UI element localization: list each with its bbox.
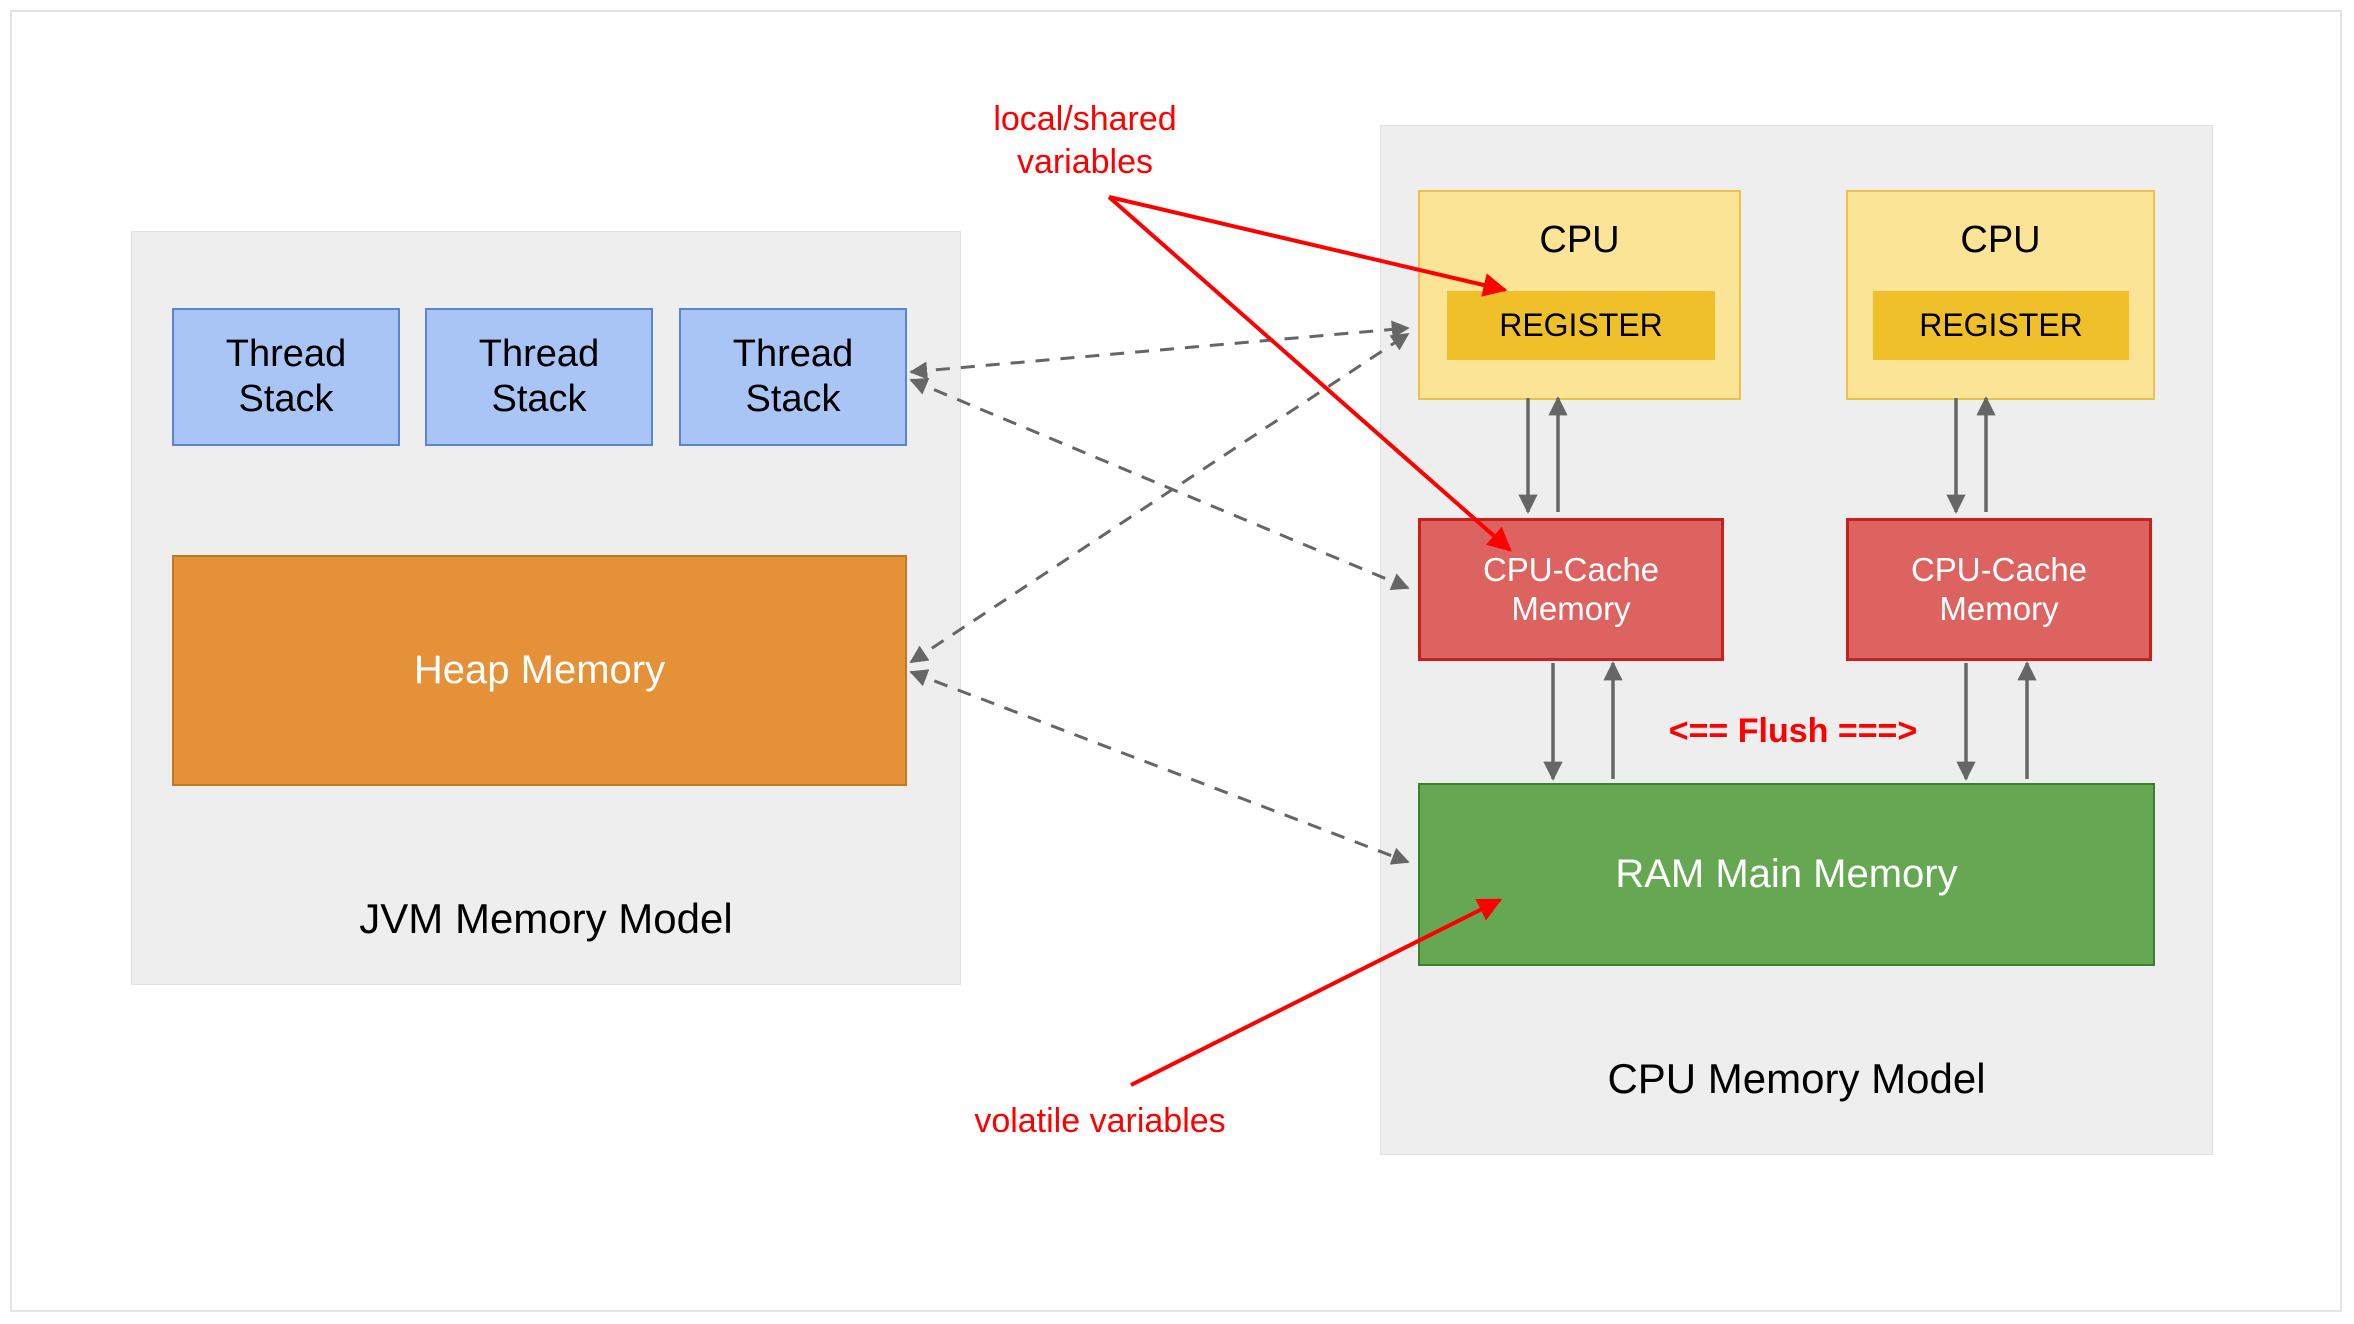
thread-stack-box-2[interactable]: Thread Stack — [425, 308, 653, 446]
thread-stack-box-1[interactable]: Thread Stack — [172, 308, 400, 446]
flush-label: <== Flush ===> — [1668, 712, 1918, 750]
thread-stack-box-3[interactable]: Thread Stack — [679, 308, 907, 446]
register-box-1[interactable]: REGISTER — [1447, 291, 1715, 360]
jvm-memory-model-label: JVM Memory Model — [359, 895, 733, 942]
ram-main-memory-box[interactable]: RAM Main Memory — [1418, 783, 2155, 966]
register-box-2[interactable]: REGISTER — [1873, 291, 2129, 360]
heap-memory-box[interactable]: Heap Memory — [172, 555, 907, 786]
local-shared-variables-annotation-label: local/shared variables — [993, 100, 1177, 181]
volatile-variables-annotation-label: volatile variables — [974, 1102, 1226, 1140]
cpu-cache-memory-box-1[interactable]: CPU-Cache Memory — [1418, 518, 1724, 661]
cpu-cache-memory-box-2[interactable]: CPU-Cache Memory — [1846, 518, 2152, 661]
cpu-memory-model-label: CPU Memory Model — [1607, 1055, 1986, 1102]
